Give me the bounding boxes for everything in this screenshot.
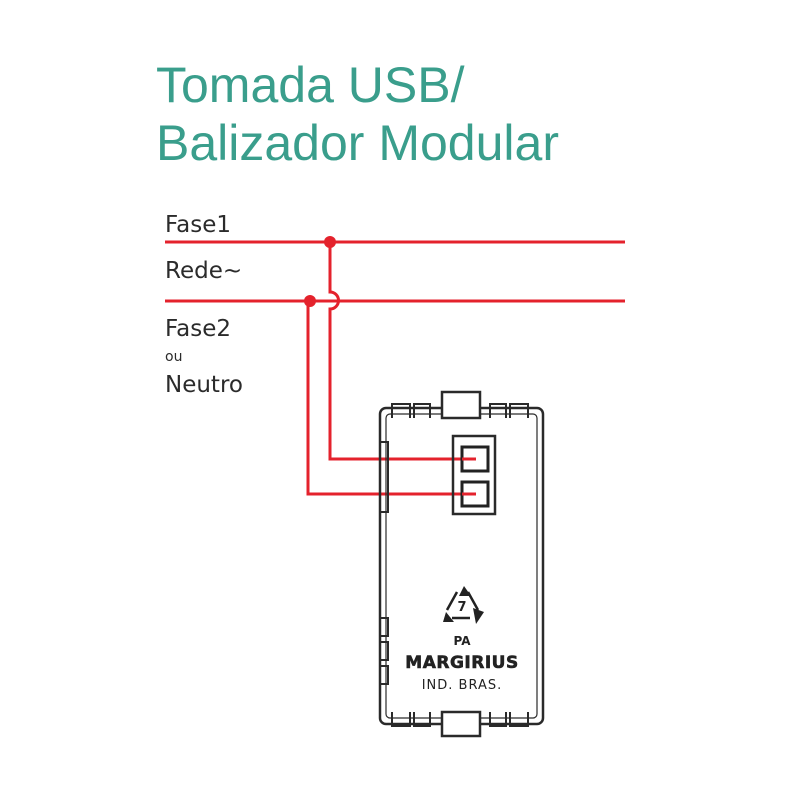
material-code: PA: [454, 634, 472, 648]
phase2-label: Fase2: [165, 316, 231, 342]
phase2-junction-dot: [304, 295, 316, 307]
phase1-label: Fase1: [165, 212, 231, 238]
network-label: Rede~: [165, 258, 243, 284]
or-label: ou: [165, 349, 183, 365]
recycle-icon: [443, 586, 484, 624]
brand-name: MARGIRIUS: [405, 653, 518, 673]
phase1-branch-wire: [328, 242, 462, 461]
usb-module-device: [378, 390, 545, 738]
origin-text: IND. BRAS.: [422, 678, 503, 693]
neutral-label: Neutro: [165, 372, 243, 398]
diagram-title-line-2: Balizador Modular: [156, 115, 559, 171]
recycle-number: 7: [457, 600, 466, 615]
diagram-title-line-1: Tomada USB/: [156, 57, 465, 113]
phase1-junction-dot: [324, 236, 336, 248]
